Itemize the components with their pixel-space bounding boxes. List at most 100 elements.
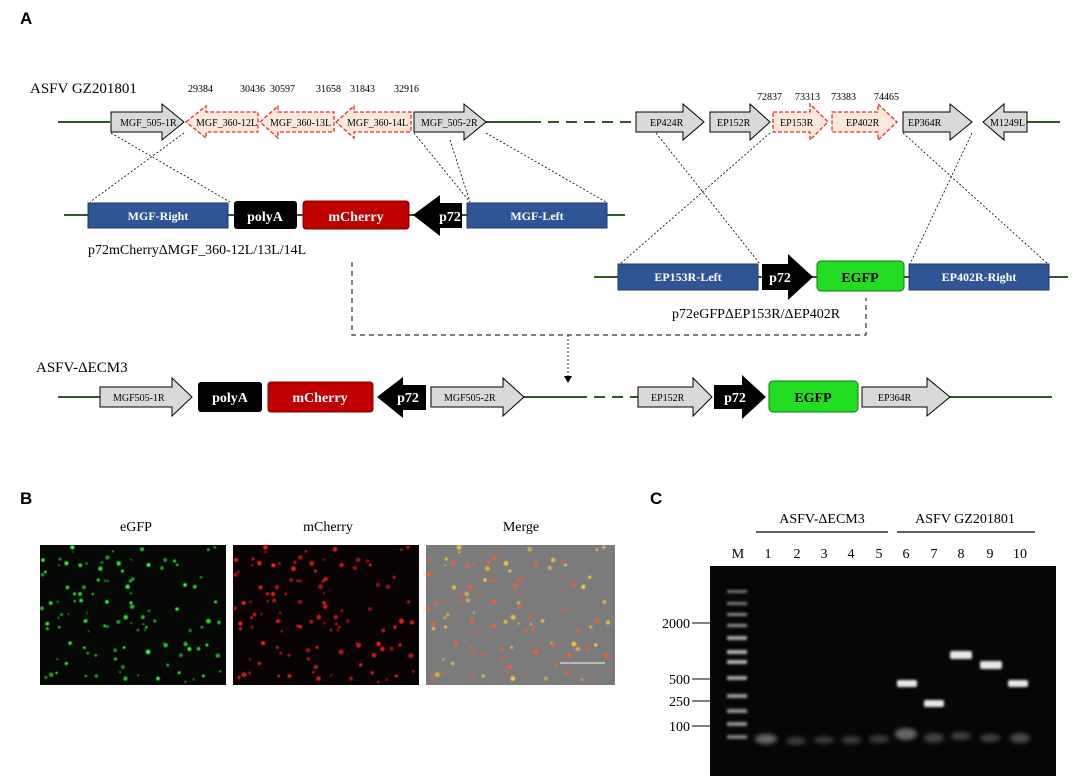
fluorescent-cell bbox=[119, 671, 122, 674]
fluorescent-cell bbox=[444, 564, 447, 567]
fluorescent-cell bbox=[105, 600, 109, 604]
fluorescent-cell bbox=[91, 592, 94, 596]
lane-label: 4 bbox=[848, 547, 855, 562]
fluorescent-cell bbox=[434, 600, 439, 606]
fluorescent-cell bbox=[311, 670, 315, 674]
fluorescent-cell bbox=[340, 609, 344, 612]
fluorescent-cell bbox=[130, 604, 135, 609]
mgf505-2r-label: MGF505-2R bbox=[444, 393, 496, 404]
fluorescent-cell bbox=[94, 654, 98, 657]
fluorescent-cell bbox=[260, 641, 266, 646]
fluorescent-cell bbox=[468, 584, 473, 590]
fluorescent-cell bbox=[129, 592, 132, 595]
fluorescent-cell bbox=[408, 653, 414, 659]
mutant-genome-title: ASFV-ΔECM3 bbox=[36, 360, 128, 376]
svg-text:EP364R: EP364R bbox=[908, 118, 942, 129]
fluorescent-cell bbox=[136, 628, 140, 632]
fluorescent-cell bbox=[78, 563, 83, 568]
fluorescent-cell bbox=[264, 550, 267, 554]
fluorescent-cell bbox=[187, 646, 192, 652]
fluorescent-cell bbox=[355, 641, 358, 644]
fluorescent-cell bbox=[105, 625, 109, 629]
fluorescent-cell bbox=[129, 601, 133, 605]
fluorescent-cell bbox=[205, 643, 209, 647]
fluorescent-cell bbox=[446, 612, 450, 617]
fluorescent-cell bbox=[271, 563, 276, 568]
fluorescent-cell bbox=[284, 592, 288, 596]
fluorescent-cell bbox=[329, 628, 333, 632]
fluorescent-cell bbox=[370, 671, 374, 675]
fluorescent-cell bbox=[250, 616, 253, 620]
fluorescent-cell bbox=[471, 562, 475, 566]
fluorescent-cell bbox=[57, 625, 61, 629]
fluorescent-cell bbox=[431, 621, 436, 626]
fluorescent-cell bbox=[517, 622, 520, 625]
coordinate-label: 72837 bbox=[757, 92, 782, 103]
fluorescent-cell bbox=[459, 599, 463, 603]
fluorescent-cell bbox=[472, 611, 475, 614]
fluorescent-cell bbox=[249, 600, 252, 604]
coordinate-label: 73383 bbox=[831, 92, 856, 103]
fluorescent-cell bbox=[147, 609, 150, 612]
fluorescent-cell bbox=[510, 614, 516, 620]
product-bands bbox=[897, 651, 1028, 707]
fluorescent-cell bbox=[444, 557, 448, 561]
fluorescent-cell bbox=[183, 641, 188, 647]
fluorescent-cell bbox=[106, 579, 109, 583]
fluorescent-cell bbox=[571, 641, 577, 647]
fluorescent-cell bbox=[48, 601, 53, 605]
fluorescent-cell bbox=[503, 619, 508, 624]
fluorescent-cell bbox=[473, 651, 476, 655]
fluorescent-cell bbox=[560, 559, 565, 563]
fluorescent-cell bbox=[371, 653, 377, 658]
fluorescent-cell bbox=[465, 598, 470, 603]
fluorescent-cell bbox=[442, 600, 446, 604]
fluorescent-cell bbox=[550, 641, 553, 644]
svg-text:EP402R: EP402R bbox=[846, 118, 880, 129]
gene-ep402r-deleted: EP402R bbox=[831, 102, 898, 142]
fluorescent-cell bbox=[248, 658, 252, 661]
fluorescent-cell bbox=[318, 584, 324, 590]
fluorescent-cell bbox=[453, 613, 457, 616]
fluorescent-cell bbox=[278, 562, 282, 566]
fluorescent-cell bbox=[130, 577, 135, 581]
fluorescent-cell bbox=[83, 646, 86, 649]
fluorescent-cell bbox=[83, 619, 88, 623]
fluorescent-cell bbox=[192, 584, 197, 589]
gene-mgf-360-12l-deleted: MGF_360-12L bbox=[184, 104, 259, 140]
fluorescent-cell bbox=[65, 585, 70, 590]
fluorescent-cell bbox=[196, 646, 201, 651]
lane-label: 5 bbox=[876, 547, 883, 562]
mutant-genome: MGF505-1R polyA mCherry p72 MGF505-2R EP… bbox=[58, 375, 1052, 419]
fluorescent-cell bbox=[298, 555, 303, 560]
fluorescent-cell bbox=[67, 613, 70, 616]
fluorescent-cell bbox=[71, 551, 74, 554]
fluorescent-cell bbox=[333, 614, 339, 620]
panel-a-letter: A bbox=[20, 9, 32, 28]
fluorescent-cell bbox=[547, 565, 552, 571]
fluorescent-cell bbox=[429, 570, 433, 574]
fluorescent-cell bbox=[337, 625, 341, 629]
egfp-image-label: eGFP bbox=[120, 520, 152, 535]
ep364r-label: EP364R bbox=[878, 393, 912, 404]
fluorescent-cell bbox=[144, 625, 148, 629]
fluorescent-cell bbox=[265, 592, 270, 596]
fluorescent-cell bbox=[581, 584, 586, 589]
fluorescent-cell bbox=[365, 559, 370, 563]
fluorescent-cell bbox=[339, 562, 344, 568]
fluorescent-cell bbox=[332, 547, 338, 552]
fluorescent-cell bbox=[323, 558, 326, 561]
fluorescent-cell bbox=[595, 548, 599, 552]
fluorescent-cell bbox=[120, 569, 125, 573]
fluorescent-cell bbox=[487, 560, 491, 564]
fluorescent-cell bbox=[510, 676, 516, 681]
fluorescent-cell bbox=[290, 566, 296, 572]
fluorescent-cell bbox=[551, 642, 557, 648]
fluorescent-cell bbox=[481, 674, 486, 678]
fluorescent-cell bbox=[450, 560, 456, 566]
fluorescent-cell bbox=[279, 611, 282, 614]
fluorescent-cell bbox=[296, 579, 300, 583]
fluorescent-cell bbox=[406, 600, 411, 604]
fluorescent-cell bbox=[128, 579, 132, 583]
wt-genome-title: ASFV GZ201801 bbox=[30, 81, 137, 97]
